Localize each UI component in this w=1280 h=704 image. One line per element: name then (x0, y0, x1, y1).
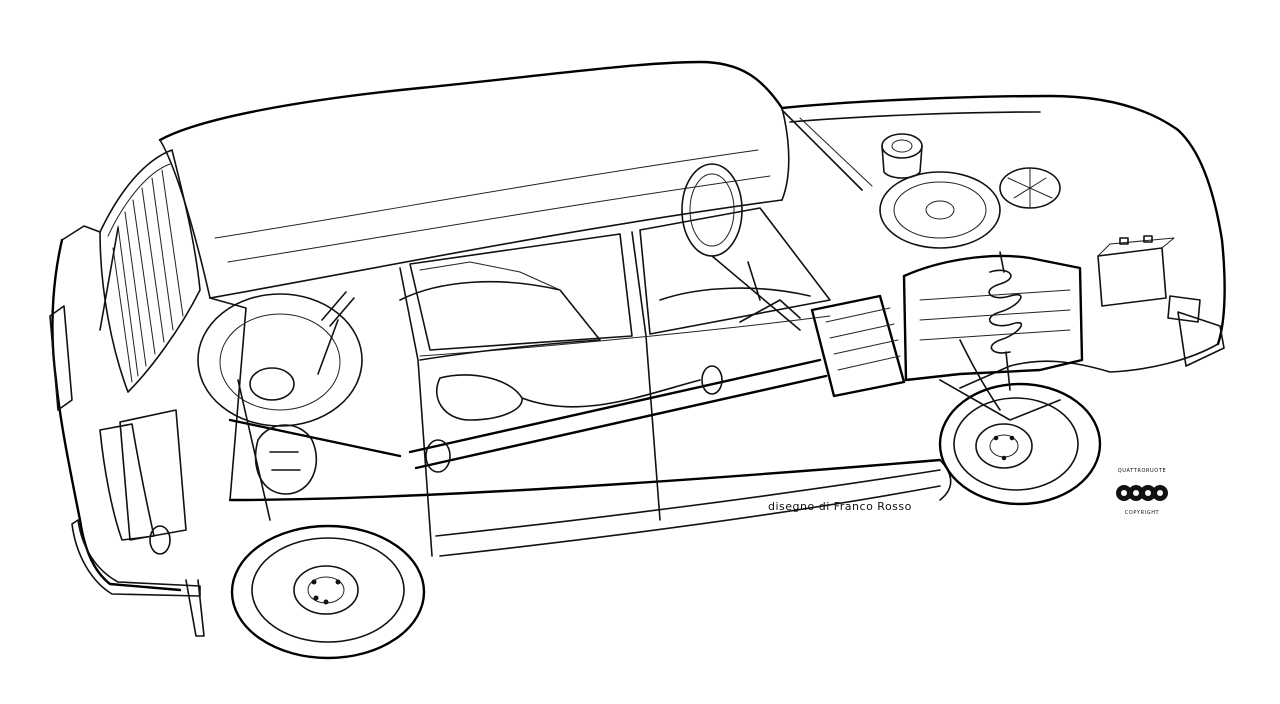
front-bumper (1177, 311, 1225, 367)
roof-rear-edge (159, 139, 211, 299)
front-wheel (938, 382, 1102, 506)
fuel-tank (119, 409, 187, 541)
rear-door-window (409, 233, 633, 351)
roof-gutter (214, 149, 759, 239)
illustrator-credit: disegno di Franco Rosso (768, 500, 912, 513)
lower-sill (228, 458, 942, 502)
air-filter (879, 171, 1001, 249)
stamp-top-text: QUATTRORUOTE (1117, 468, 1167, 474)
windshield (781, 109, 863, 191)
copyright-stamp: QUATTRORUOTE COPYRIGHT (1112, 468, 1172, 520)
tail-light (99, 423, 155, 541)
rear-seat (399, 280, 601, 361)
rear-wiper (99, 227, 119, 331)
propeller-shaft (408, 358, 822, 454)
headlight (1167, 295, 1201, 323)
front-seat (659, 287, 811, 301)
silencer (435, 374, 523, 421)
battery (1097, 247, 1167, 307)
engine-block (902, 254, 1084, 382)
rear-window (99, 149, 201, 393)
drivetrain (119, 133, 1175, 555)
gear-lever (739, 299, 801, 323)
front-coil-spring (988, 269, 1023, 354)
rear-wheel (185, 524, 426, 660)
c-pillar (209, 297, 247, 501)
rear-body (51, 238, 182, 592)
front-door-window (639, 207, 831, 335)
body-shell (49, 60, 1226, 597)
hood (780, 94, 1226, 346)
rear-shock (317, 291, 355, 375)
roof-outline (158, 60, 784, 142)
front-wishbone (939, 379, 1061, 421)
gearbox (810, 294, 906, 398)
spare-wheel (197, 293, 363, 427)
quattroruote-logo (1116, 485, 1168, 501)
rear-axle (228, 418, 402, 458)
stamp-bottom-text: COPYRIGHT (1124, 510, 1160, 516)
rear-bumper (71, 519, 201, 597)
front-fender (959, 343, 1219, 389)
roof-side-line (209, 199, 783, 299)
